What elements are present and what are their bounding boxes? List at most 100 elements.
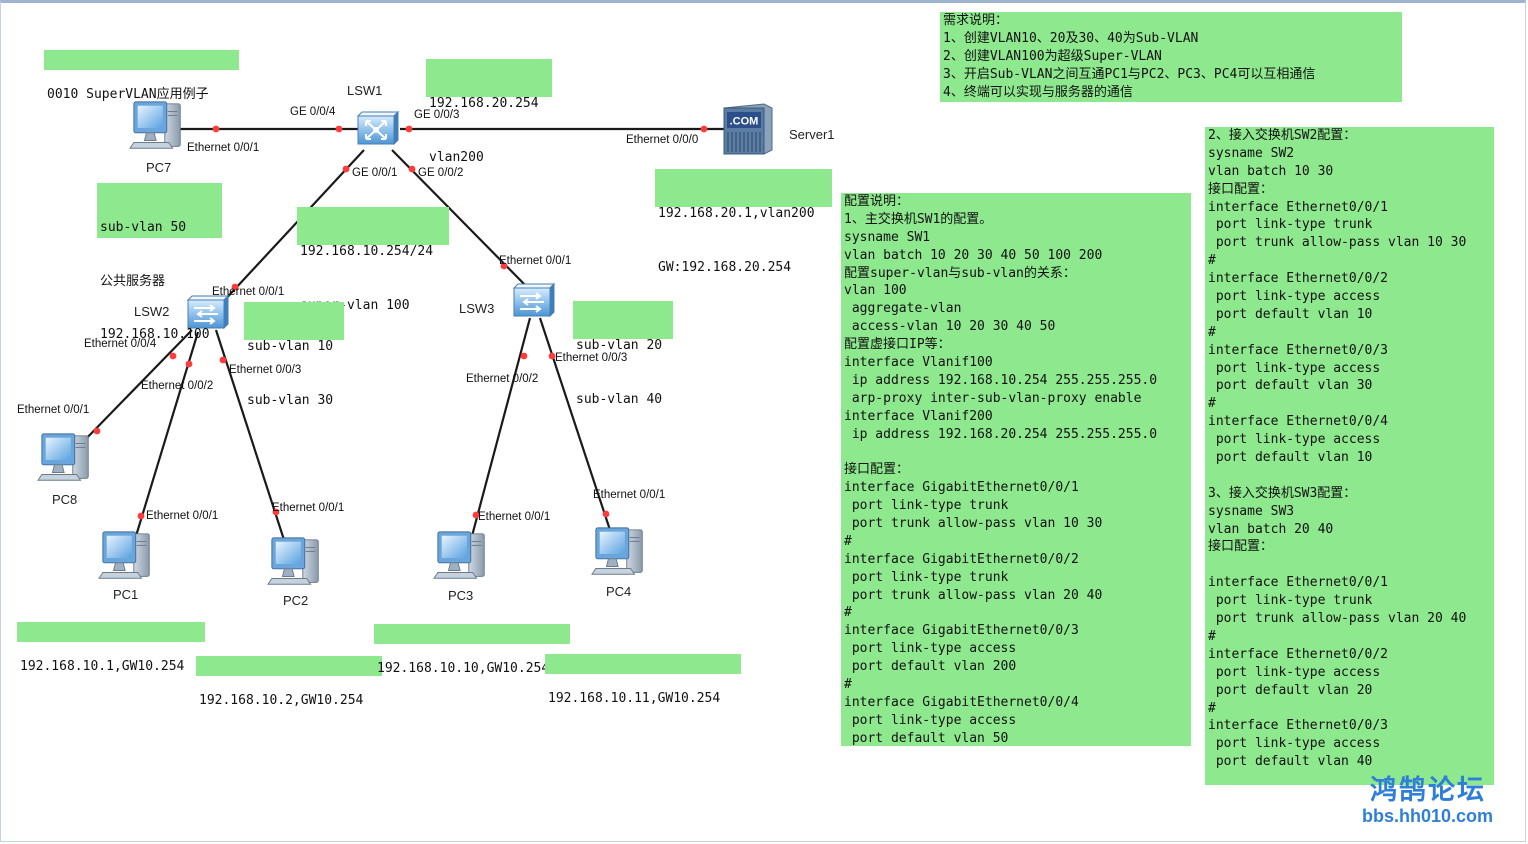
pc3-ip-note: 192.168.10.10,GW10.254 xyxy=(374,624,570,676)
note-line: 0010 SuperVLAN应用例子 xyxy=(47,86,209,102)
note-line: 192.168.20.1,vlan200 xyxy=(658,205,815,221)
port-label: GE 0/0/1 xyxy=(352,167,398,179)
config-line: 接口配置： xyxy=(844,462,910,478)
config-line: ip address 192.168.10.254 255.255.255.0 xyxy=(844,372,1158,388)
note-line: 192.168.10.100 xyxy=(100,327,210,343)
config-line: interface Ethernet0/0/2 xyxy=(1208,271,1389,287)
config-line: port trunk allow-pass vlan 10 30 xyxy=(1208,235,1467,251)
note-line: sub-vlan 40 xyxy=(576,391,663,407)
port-dot xyxy=(137,512,145,520)
config-line: interface GigabitEthernet0/0/3 xyxy=(844,623,1079,639)
config-line: arp-proxy inter-sub-vlan-proxy enable xyxy=(844,390,1142,406)
port-label: GE 0/0/4 xyxy=(290,106,336,118)
port-dot xyxy=(548,352,556,360)
note-line: 192.168.10.2,GW10.254 xyxy=(199,692,364,708)
port-dot xyxy=(342,165,350,173)
config-line: port trunk allow-pass vlan 20 40 xyxy=(844,587,1103,603)
server-note: 192.168.20.1,vlan200 GW:192.168.20.254 xyxy=(655,169,832,275)
config-line: vlan batch 10 20 30 40 50 100 200 xyxy=(844,247,1103,263)
lsw2-subvlan-note: sub-vlan 10 sub-vlan 30 xyxy=(244,302,344,408)
config-line: interface GigabitEthernet0/0/2 xyxy=(844,551,1079,567)
config-line: port link-type trunk xyxy=(1208,217,1373,233)
pc4-computer-icon[interactable] xyxy=(591,527,643,575)
config-line: interface Vlanif100 xyxy=(844,355,993,371)
config-line: 配置虚接口IP等： xyxy=(844,337,951,353)
config-line: interface Ethernet0/0/4 xyxy=(1208,414,1389,430)
port-dot xyxy=(408,165,416,173)
lsw3-switch-icon[interactable] xyxy=(513,283,555,317)
config-line: sysname SW3 xyxy=(1208,503,1295,519)
port-dot xyxy=(335,125,343,133)
config-line: port default vlan 200 xyxy=(844,659,1017,675)
pc3-computer-icon[interactable] xyxy=(433,531,485,579)
config-line: interface Ethernet0/0/1 xyxy=(1208,199,1389,215)
pc3-label: PC3 xyxy=(448,588,474,603)
note-line: sub-vlan 30 xyxy=(247,392,334,408)
config-line: access-vlan 10 20 30 40 50 xyxy=(844,319,1056,335)
config-line: port default vlan 10 xyxy=(1208,450,1373,466)
port-label: Ethernet 0/0/2 xyxy=(466,373,539,385)
port-label: Ethernet 0/0/3 xyxy=(555,352,628,364)
port-dot xyxy=(185,360,193,368)
lsw1-switch-icon[interactable] xyxy=(357,111,399,145)
lsw1-label: LSW1 xyxy=(347,83,383,98)
port-label: Ethernet 0/0/3 xyxy=(229,364,302,376)
note-line: sub-vlan 50 xyxy=(100,219,187,235)
config-line: port default vlan 20 xyxy=(1208,682,1373,698)
server1-label: Server1 xyxy=(789,127,835,142)
config-line: 4、终端可以实现与服务器的通信 xyxy=(943,84,1133,100)
config-line: interface GigabitEthernet0/0/1 xyxy=(844,480,1079,496)
config-line: # xyxy=(844,677,852,693)
server-logo: .COM xyxy=(730,116,759,128)
port-label: Ethernet 0/0/2 xyxy=(141,380,214,392)
config-line: 配置说明： xyxy=(844,194,910,209)
config-line: port trunk allow-pass vlan 20 40 xyxy=(1208,611,1467,627)
port-dot xyxy=(500,262,508,270)
note-line: 公共服务器 xyxy=(100,273,166,289)
config-line: interface Ethernet0/0/3 xyxy=(1208,342,1389,358)
pc2-label: PC2 xyxy=(283,593,309,608)
config-line: port default vlan 50 xyxy=(844,730,1009,746)
lsw3-subvlan-note: sub-vlan 20 sub-vlan 40 xyxy=(573,301,673,407)
config-line: port link-type access xyxy=(1208,432,1381,448)
config-line: port trunk allow-pass vlan 10 30 xyxy=(844,516,1103,532)
config-line xyxy=(1208,467,1491,485)
port-dot xyxy=(169,352,177,360)
config-line: # xyxy=(1208,324,1216,340)
pc2-computer-icon[interactable] xyxy=(267,537,319,585)
port-dot xyxy=(405,125,413,133)
config-line: sysname SW1 xyxy=(844,229,931,245)
pc1-ip-note: 192.168.10.1,GW10.254 xyxy=(17,622,205,674)
config-line: 配置super-vlan与sub-vlan的关系： xyxy=(844,265,1076,281)
config-line: port link-type access xyxy=(1208,360,1381,376)
port-label: Ethernet 0/0/1 xyxy=(499,255,572,267)
config-line: port link-type trunk xyxy=(1208,593,1373,609)
config-line: port default vlan 10 xyxy=(1208,306,1373,322)
port-dot xyxy=(212,125,220,133)
port-label: Ethernet 0/0/1 xyxy=(593,489,666,501)
config-line: port default vlan 30 xyxy=(1208,378,1373,394)
config-line: port link-type access xyxy=(1208,664,1381,680)
port-dot xyxy=(219,356,227,364)
server-icon[interactable]: .COM xyxy=(723,103,773,155)
port-label: Ethernet 0/0/1 xyxy=(146,510,219,522)
port-dot xyxy=(520,352,528,360)
config-line: port link-type access xyxy=(1208,736,1381,752)
pc2-ip-note: 192.168.10.2,GW10.254 xyxy=(196,656,382,708)
note-line: GW:192.168.20.254 xyxy=(658,259,792,275)
config-line xyxy=(1208,556,1491,574)
config-line: 2、创建VLAN100为超级Super-VLAN xyxy=(943,48,1162,64)
config-line: # xyxy=(1208,253,1216,269)
diagram-title-note: 0010 SuperVLAN应用例子 xyxy=(44,50,239,102)
port-dot xyxy=(272,508,280,516)
port-label: Ethernet 0/0/1 xyxy=(478,511,551,523)
config-line: aggregate-vlan xyxy=(844,301,962,317)
config-line: interface Ethernet0/0/2 xyxy=(1208,646,1389,662)
port-label: Ethernet 0/0/1 xyxy=(272,502,345,514)
config-line: vlan 100 xyxy=(844,283,907,299)
pc1-computer-icon[interactable] xyxy=(98,531,150,579)
config-line: # xyxy=(1208,628,1216,644)
pc8-computer-icon[interactable] xyxy=(37,433,89,481)
config-line: vlan batch 20 40 xyxy=(1208,521,1334,537)
